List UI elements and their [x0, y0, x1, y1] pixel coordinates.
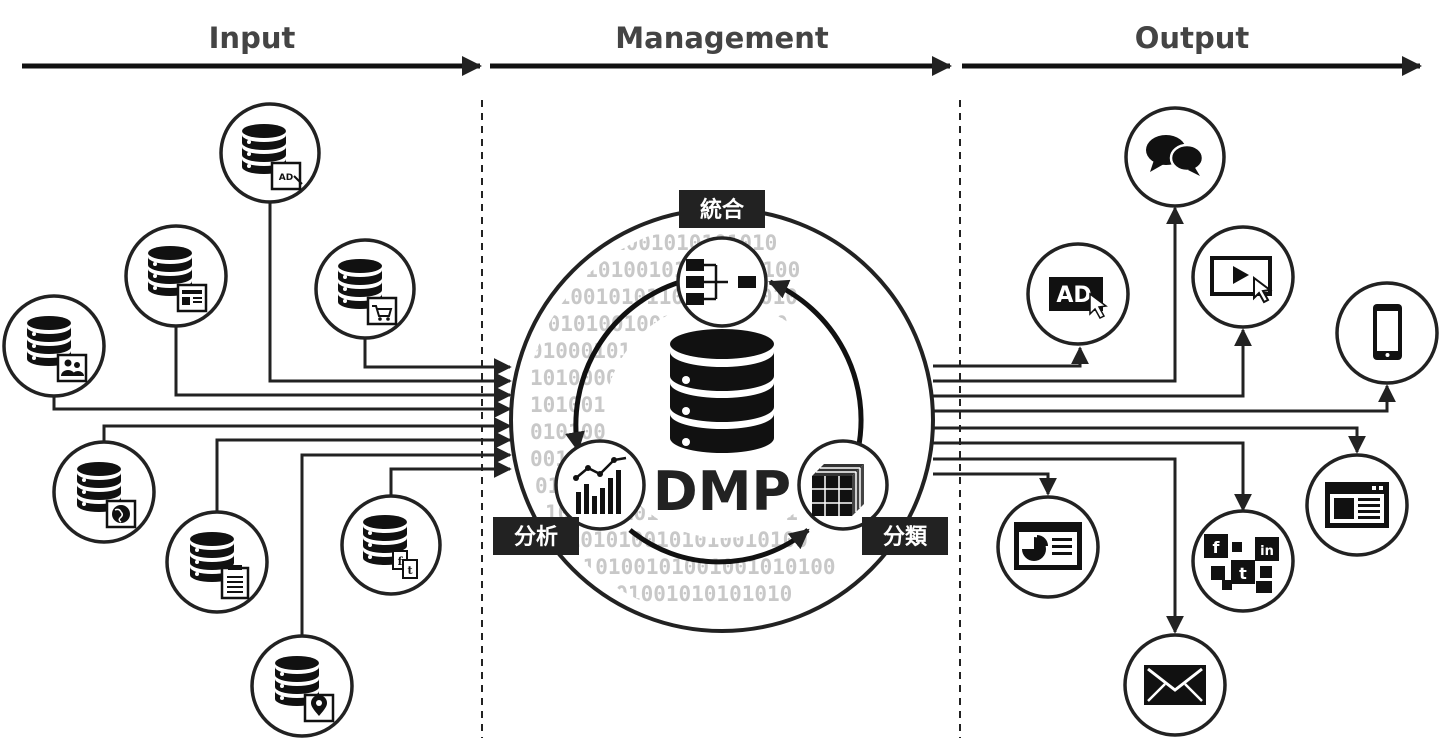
- output-connectors: [933, 206, 1396, 634]
- output-icon-video: [1191, 225, 1295, 329]
- analyze-label: 分析: [514, 525, 558, 550]
- smartphone-icon: [1373, 304, 1402, 360]
- cycle-arrow-integrate-to-analyze: [565, 279, 681, 452]
- output-icon-social: f in t: [1191, 509, 1295, 613]
- connector-input-location: [300, 446, 512, 636]
- db-social-f: f: [398, 555, 404, 568]
- classify-node: 分類: [797, 439, 948, 555]
- dmp-hub: 0101001010101010 1010100101010000100 010…: [493, 190, 948, 633]
- connector-input-document: [215, 431, 512, 512]
- input-icon-document: [165, 510, 269, 614]
- dmp-title: DMP: [653, 460, 791, 523]
- social-letter-f: f: [1213, 538, 1221, 557]
- binary-row: 01010100101010010100: [555, 528, 808, 552]
- connector-input-cart: [363, 336, 512, 376]
- header-input-label: Input: [209, 21, 296, 55]
- db-document-icon: [227, 565, 243, 593]
- chat-icon: [1146, 135, 1205, 176]
- input-icon-cart: [314, 238, 416, 340]
- dmp-database-icon: [670, 329, 774, 453]
- cycle-arrow-analyze-to-classify: [628, 528, 810, 565]
- input-icon-social: f t: [340, 494, 442, 596]
- header-output: Output: [962, 21, 1422, 76]
- header-output-label: Output: [1135, 21, 1250, 55]
- output-icon-chat: [1124, 106, 1226, 208]
- social-letter-in: in: [1260, 544, 1274, 559]
- connector-output-video: [933, 328, 1252, 398]
- classify-label: 分類: [883, 525, 928, 550]
- header-input: Input: [22, 21, 482, 76]
- merge-icon: [686, 259, 756, 305]
- connector-output-social: [933, 441, 1252, 512]
- integrate-label: 統合: [700, 197, 745, 223]
- output-icon-phone: [1335, 281, 1439, 385]
- db-cart-icon: [372, 305, 393, 321]
- header-management-label: Management: [615, 21, 829, 55]
- connector-output-mail: [933, 457, 1184, 634]
- video-icon: [1210, 256, 1273, 304]
- db-users-icon: [61, 359, 84, 376]
- connector-output-presentation: [933, 472, 1057, 496]
- mail-icon: [1144, 665, 1206, 705]
- output-icon-presentation: [996, 495, 1100, 599]
- social-icon: f in t: [1204, 534, 1279, 593]
- connector-input-globe: [102, 417, 512, 442]
- bar-chart-icon: [573, 456, 627, 514]
- connector-output-ad: [933, 346, 1089, 368]
- classify-label-bg: [862, 517, 948, 555]
- output-icon-ad: AD: [1026, 242, 1130, 346]
- input-icon-globe: [52, 440, 156, 544]
- cycle-arrow-classify-to-integrate: [768, 279, 864, 451]
- output-icon-browser: [1305, 453, 1409, 557]
- social-letter-t: t: [1239, 564, 1247, 583]
- connector-output-chat: [933, 206, 1184, 383]
- db-globe-icon: [112, 505, 130, 523]
- db-web-icon: [182, 290, 202, 305]
- integrate-label-bg: [679, 190, 765, 228]
- db-location-icon: [311, 695, 327, 716]
- header-management: Management: [490, 21, 952, 76]
- analyze-node: 分析: [493, 439, 646, 555]
- presentation-icon: [1014, 522, 1082, 570]
- input-icon-location: [250, 634, 354, 738]
- input-icon-users: [2, 294, 106, 398]
- cube-grid-icon: [812, 464, 864, 516]
- connector-input-ad: [268, 200, 512, 390]
- browser-icon: [1325, 482, 1389, 528]
- input-icon-ad: AD: [219, 102, 321, 204]
- connector-input-users: [52, 396, 512, 418]
- connector-input-social: [389, 460, 512, 496]
- input-connectors: [52, 200, 512, 636]
- analyze-label-bg: [493, 517, 579, 555]
- connector-output-phone: [933, 384, 1396, 413]
- output-ad-badge: AD: [1056, 283, 1091, 308]
- output-icon-mail: [1123, 633, 1227, 737]
- connector-input-web: [174, 326, 512, 404]
- input-icon-web: [124, 224, 228, 328]
- integrate-node: 統合: [676, 190, 768, 328]
- db-ad-badge: AD: [279, 173, 293, 183]
- db-social-t: t: [407, 564, 413, 577]
- connector-output-browser: [933, 426, 1366, 454]
